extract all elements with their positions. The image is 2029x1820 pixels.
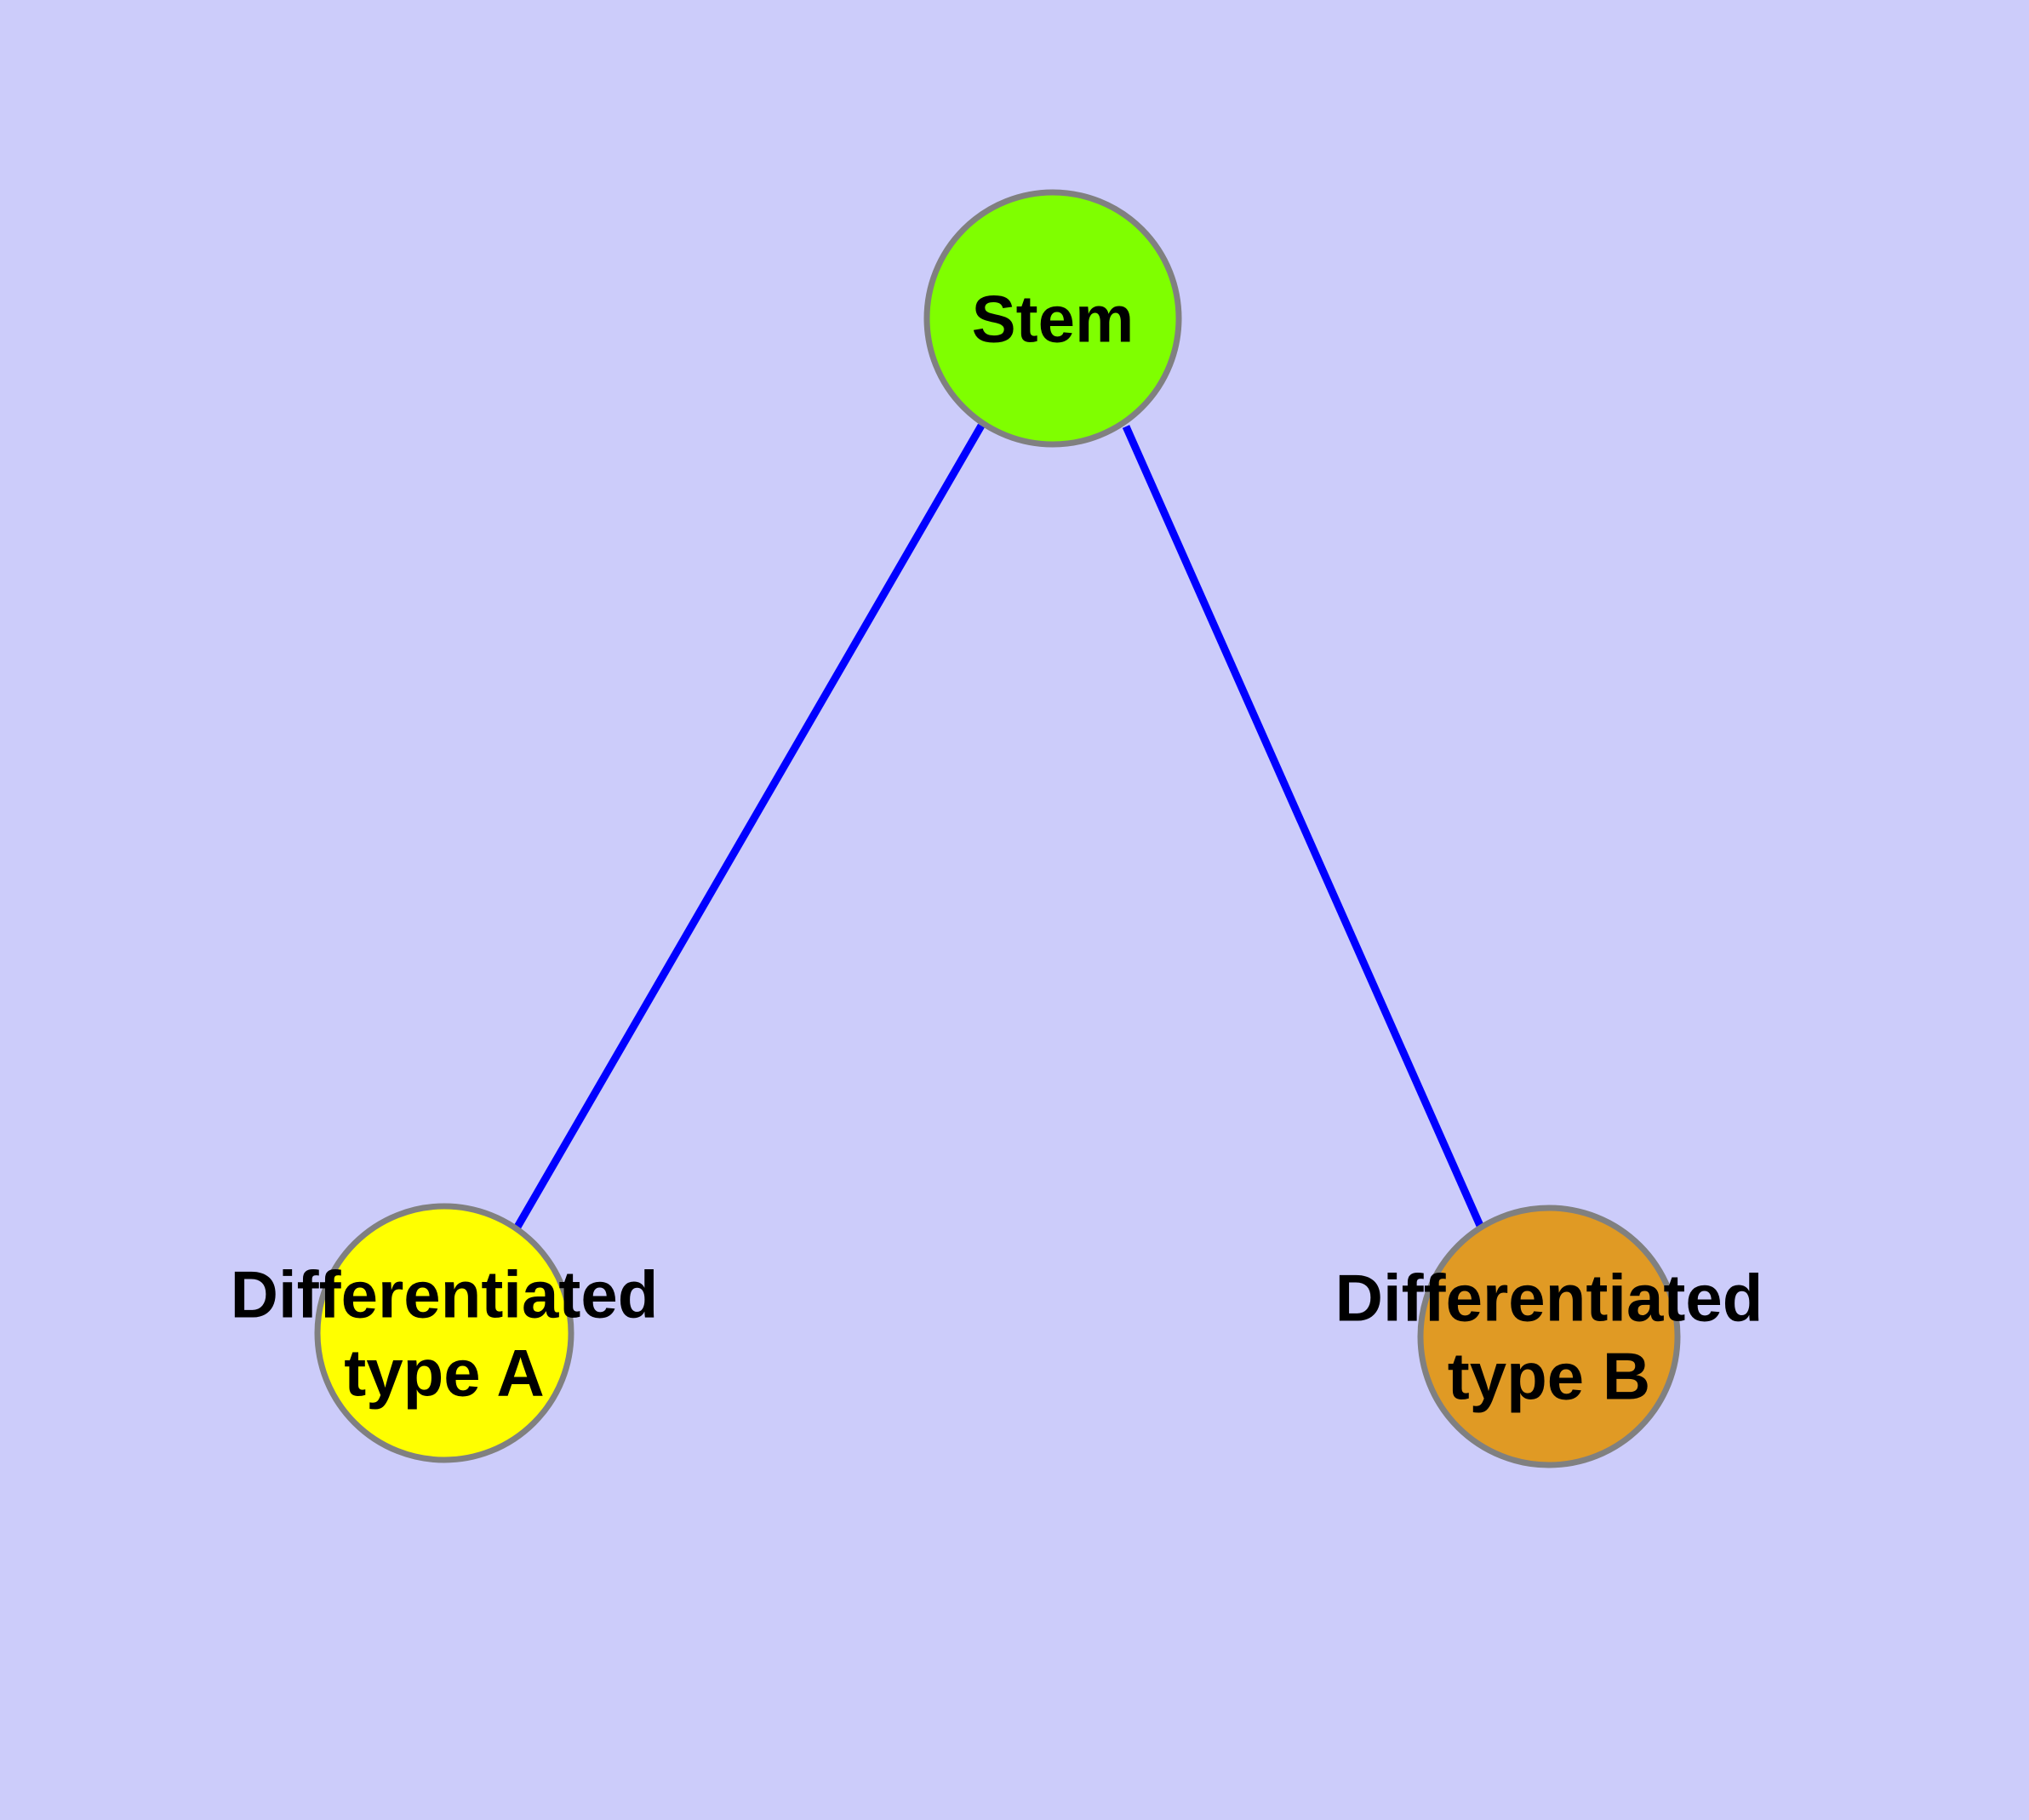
node-layer <box>314 189 1681 1468</box>
label-line: Differentiated <box>231 1256 659 1331</box>
node-stem-label: Stem <box>972 281 1135 356</box>
node-differentiated-type-b-circle[interactable] <box>1417 1205 1681 1468</box>
node-differentiated-type-a-circle[interactable] <box>314 1203 574 1463</box>
edge-stem-to-differentiated-a[interactable] <box>513 423 985 1231</box>
label-line: type A <box>344 1335 545 1410</box>
label-line: Stem <box>972 281 1135 356</box>
node-stem-circle[interactable] <box>923 189 1182 448</box>
label-line: type B <box>1448 1338 1650 1413</box>
edge-layer <box>513 423 1485 1231</box>
edge-stem-to-differentiated-b[interactable] <box>1122 425 1485 1229</box>
label-line: Differentiated <box>1335 1260 1763 1335</box>
